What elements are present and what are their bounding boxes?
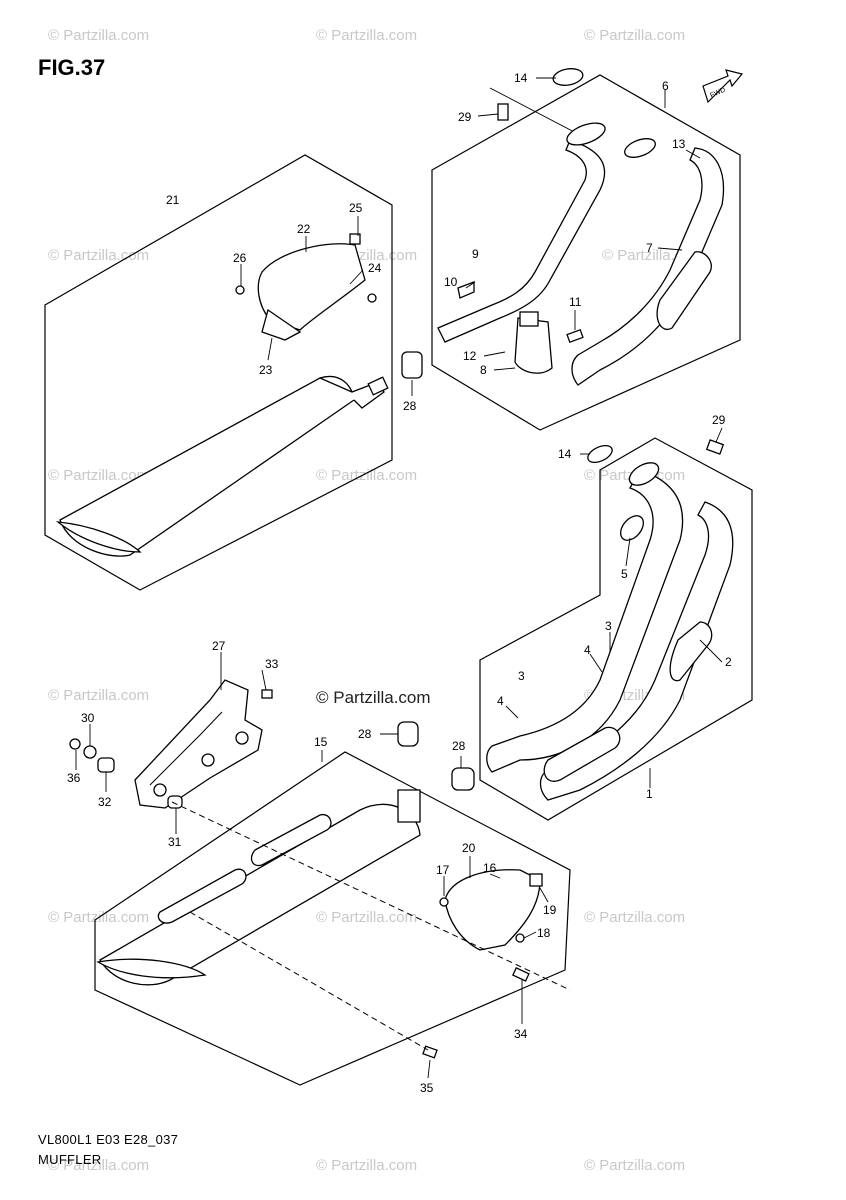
bushing-31 <box>167 795 183 809</box>
callout-33: 33 <box>265 657 279 671</box>
callout-11: 11 <box>569 295 582 309</box>
callout-16: 16 <box>483 861 497 875</box>
bracket-10 <box>457 281 475 299</box>
callout-28-mid: 28 <box>358 727 372 741</box>
callout-30: 30 <box>81 711 95 725</box>
frame-front-exhaust-pipe <box>479 437 753 821</box>
callout-22: 22 <box>297 222 311 236</box>
callout-labels: 6 14 29 13 7 9 10 11 12 8 28 21 22 25 26… <box>67 71 732 1095</box>
rear-heat-cover <box>235 233 377 341</box>
gasket-rear <box>552 68 584 86</box>
callout-13: 13 <box>672 137 686 151</box>
figure-title: FIG.37 <box>38 55 106 80</box>
bolt-11 <box>566 329 584 343</box>
bolt-33 <box>261 689 273 699</box>
section-name: MUFFLER <box>38 1152 102 1167</box>
front-muffler <box>96 721 421 986</box>
callout-19: 19 <box>543 903 557 917</box>
watermark: © Partzilla.com <box>316 1157 417 1174</box>
callout-32: 32 <box>98 795 112 809</box>
callout-25: 25 <box>349 201 363 215</box>
callout-8: 8 <box>480 363 487 377</box>
cushion-32 <box>97 757 115 773</box>
callout-28-right: 28 <box>452 739 466 753</box>
watermark: © Partzilla.com <box>48 467 149 484</box>
front-heat-cover <box>439 869 543 951</box>
watermark: © Partzilla.com <box>316 467 417 484</box>
watermark: © Partzilla.com <box>584 27 685 44</box>
front-footrest-bracket <box>134 679 263 809</box>
callout-1: 1 <box>646 787 653 801</box>
callout-26: 26 <box>233 251 247 265</box>
watermark: © Partzilla.com <box>584 909 685 926</box>
callout-9: 9 <box>472 247 479 261</box>
stud-bolt-front <box>705 439 725 455</box>
callout-29: 29 <box>458 110 472 124</box>
callout-3-lower: 3 <box>518 669 525 683</box>
frame-rear-muffler <box>44 154 393 591</box>
callout-7: 7 <box>646 241 653 255</box>
rear-exhaust-pipe <box>437 122 606 374</box>
watermark: © Partzilla.com <box>48 27 149 44</box>
callout-5: 5 <box>621 567 628 581</box>
callout-31: 31 <box>168 835 182 849</box>
diagram-code: VL800L1 E03 E28_037 <box>38 1132 179 1147</box>
callout-34: 34 <box>514 1027 528 1041</box>
callout-27: 27 <box>212 639 226 653</box>
frame-front-muffler <box>94 751 571 1086</box>
callout-10: 10 <box>444 275 458 289</box>
callout-6: 6 <box>662 79 669 93</box>
callout-14-front: 14 <box>558 447 572 461</box>
watermark: © Partzilla.com <box>48 247 149 264</box>
front-connector-gasket <box>451 767 475 791</box>
callout-4-lower: 4 <box>497 694 504 708</box>
rear-connector-gasket <box>401 351 423 379</box>
callout-15: 15 <box>314 735 328 749</box>
watermark-layer: © Partzilla.com © Partzilla.com © Partzi… <box>48 27 703 1174</box>
watermark: © Partzilla.com <box>316 27 417 44</box>
callout-20: 20 <box>462 841 476 855</box>
fwd-arrow-icon: FWD <box>702 69 744 104</box>
frame-rear-exhaust-pipe <box>431 74 741 431</box>
callout-4: 4 <box>584 643 591 657</box>
callout-35: 35 <box>420 1081 434 1095</box>
gasket-front <box>587 444 613 464</box>
callout-29-front: 29 <box>712 413 726 427</box>
callout-3: 3 <box>605 619 612 633</box>
rear-muffler <box>55 375 389 557</box>
nut-36 <box>69 738 81 750</box>
callout-21: 21 <box>166 193 180 207</box>
watermark: © Partzilla.com <box>584 1157 685 1174</box>
callout-36: 36 <box>67 771 81 785</box>
watermark-main: © Partzilla.com <box>316 688 431 707</box>
callout-24: 24 <box>368 261 382 275</box>
callout-17: 17 <box>436 863 450 877</box>
stud-bolt-rear <box>497 103 509 121</box>
watermark: © Partzilla.com <box>48 1157 149 1174</box>
callout-14: 14 <box>514 71 528 85</box>
bolt-34 <box>512 966 530 982</box>
rear-exhaust-pipe-front <box>571 138 724 386</box>
washer-30 <box>83 745 97 759</box>
front-exhaust-pipe <box>486 462 734 801</box>
callout-leaders <box>75 77 723 1079</box>
callout-12: 12 <box>463 349 477 363</box>
callout-2: 2 <box>725 655 732 669</box>
callout-23: 23 <box>259 363 273 377</box>
watermark: © Partzilla.com <box>48 687 149 704</box>
callout-18: 18 <box>537 926 551 940</box>
callout-28: 28 <box>403 399 417 413</box>
watermark: © Partzilla.com <box>316 909 417 926</box>
